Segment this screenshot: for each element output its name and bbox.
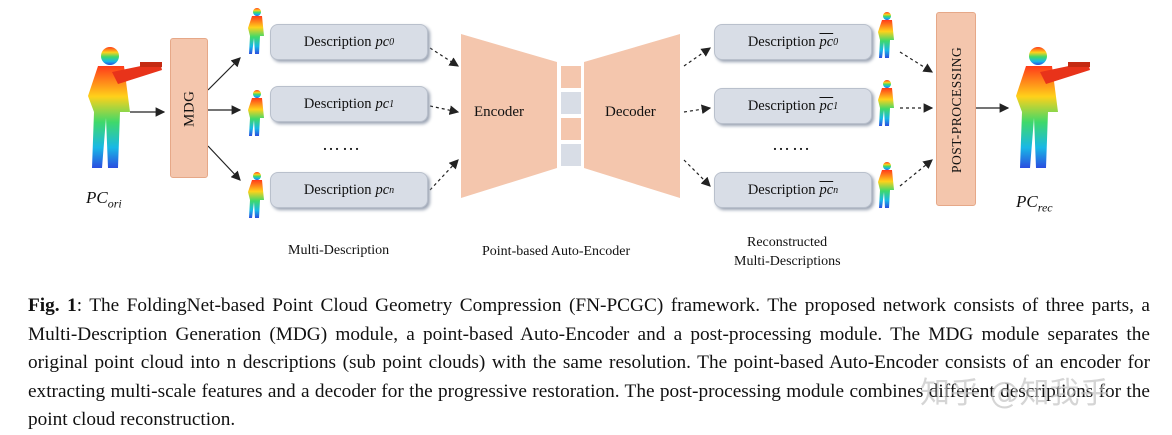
pc-rec-label: PCrec (1016, 192, 1053, 215)
diagram-canvas (88, 8, 1090, 218)
mdg-label: MDG (181, 90, 198, 128)
post-processing-label: POST-PROCESSING (949, 46, 964, 174)
caption-text: : The FoldingNet-based Point Cloud Geome… (28, 295, 1150, 430)
recon-description-var: pc (819, 33, 834, 50)
caption-fig-label: Fig. 1 (28, 295, 77, 316)
decoder-block (584, 34, 680, 198)
description-thumbnails-left (248, 8, 264, 218)
description-label: Description (747, 181, 816, 198)
pc-ori-sub: ori (107, 196, 122, 211)
label-multi-description: Multi-Description (288, 243, 390, 258)
description-var: pc (375, 95, 390, 112)
description-label: Description (303, 95, 372, 112)
post-processing-module: POST-PROCESSING (936, 12, 976, 206)
label-auto-encoder: Point-based Auto-Encoder (482, 244, 631, 259)
ellipsis-left: …… (322, 134, 362, 154)
recon-description-var: pc (819, 181, 834, 198)
framework-diagram: MDG POST-PROCESSING Encoder Decoder Desc… (86, 8, 1090, 269)
reconstructed-point-cloud-figure (1016, 47, 1090, 168)
description-label: Description (747, 33, 816, 50)
recon-description-sub: 1 (833, 100, 839, 112)
recon-description-var: pc (819, 97, 834, 114)
pc-ori-label: PCori (86, 188, 122, 211)
original-point-cloud-figure (88, 47, 162, 168)
recon-description-sub: n (833, 184, 839, 196)
description-var: pc (375, 181, 390, 198)
description-thumbnails-right (878, 12, 894, 208)
pc-rec-sub: rec (1037, 200, 1053, 215)
encoder-label: Encoder (474, 104, 524, 120)
label-reconstructed: Reconstructed (747, 235, 828, 250)
description-label: Description (303, 33, 372, 50)
flow-arrows (130, 47, 1010, 191)
description-label: Description (747, 97, 816, 114)
description-sub: 1 (389, 98, 395, 110)
latent-features (561, 66, 581, 166)
decoder-label: Decoder (605, 104, 656, 120)
watermark: 知乎 @知我乎 (920, 376, 1110, 411)
recon-description-sub: 0 (833, 36, 839, 48)
description-sub: n (389, 184, 395, 196)
encoder-block (461, 34, 557, 198)
pc-ori-main: PC (86, 188, 108, 207)
description-label: Description (303, 181, 372, 198)
figure-caption: Fig. 1: The FoldingNet-based Point Cloud… (28, 292, 1150, 435)
description-var: pc (375, 33, 390, 50)
description-sub: 0 (389, 36, 395, 48)
ellipsis-right: …… (772, 134, 812, 154)
pc-rec-main: PC (1016, 192, 1038, 211)
label-multi-descriptions: Multi-Descriptions (734, 254, 841, 269)
mdg-module: MDG (170, 38, 208, 178)
